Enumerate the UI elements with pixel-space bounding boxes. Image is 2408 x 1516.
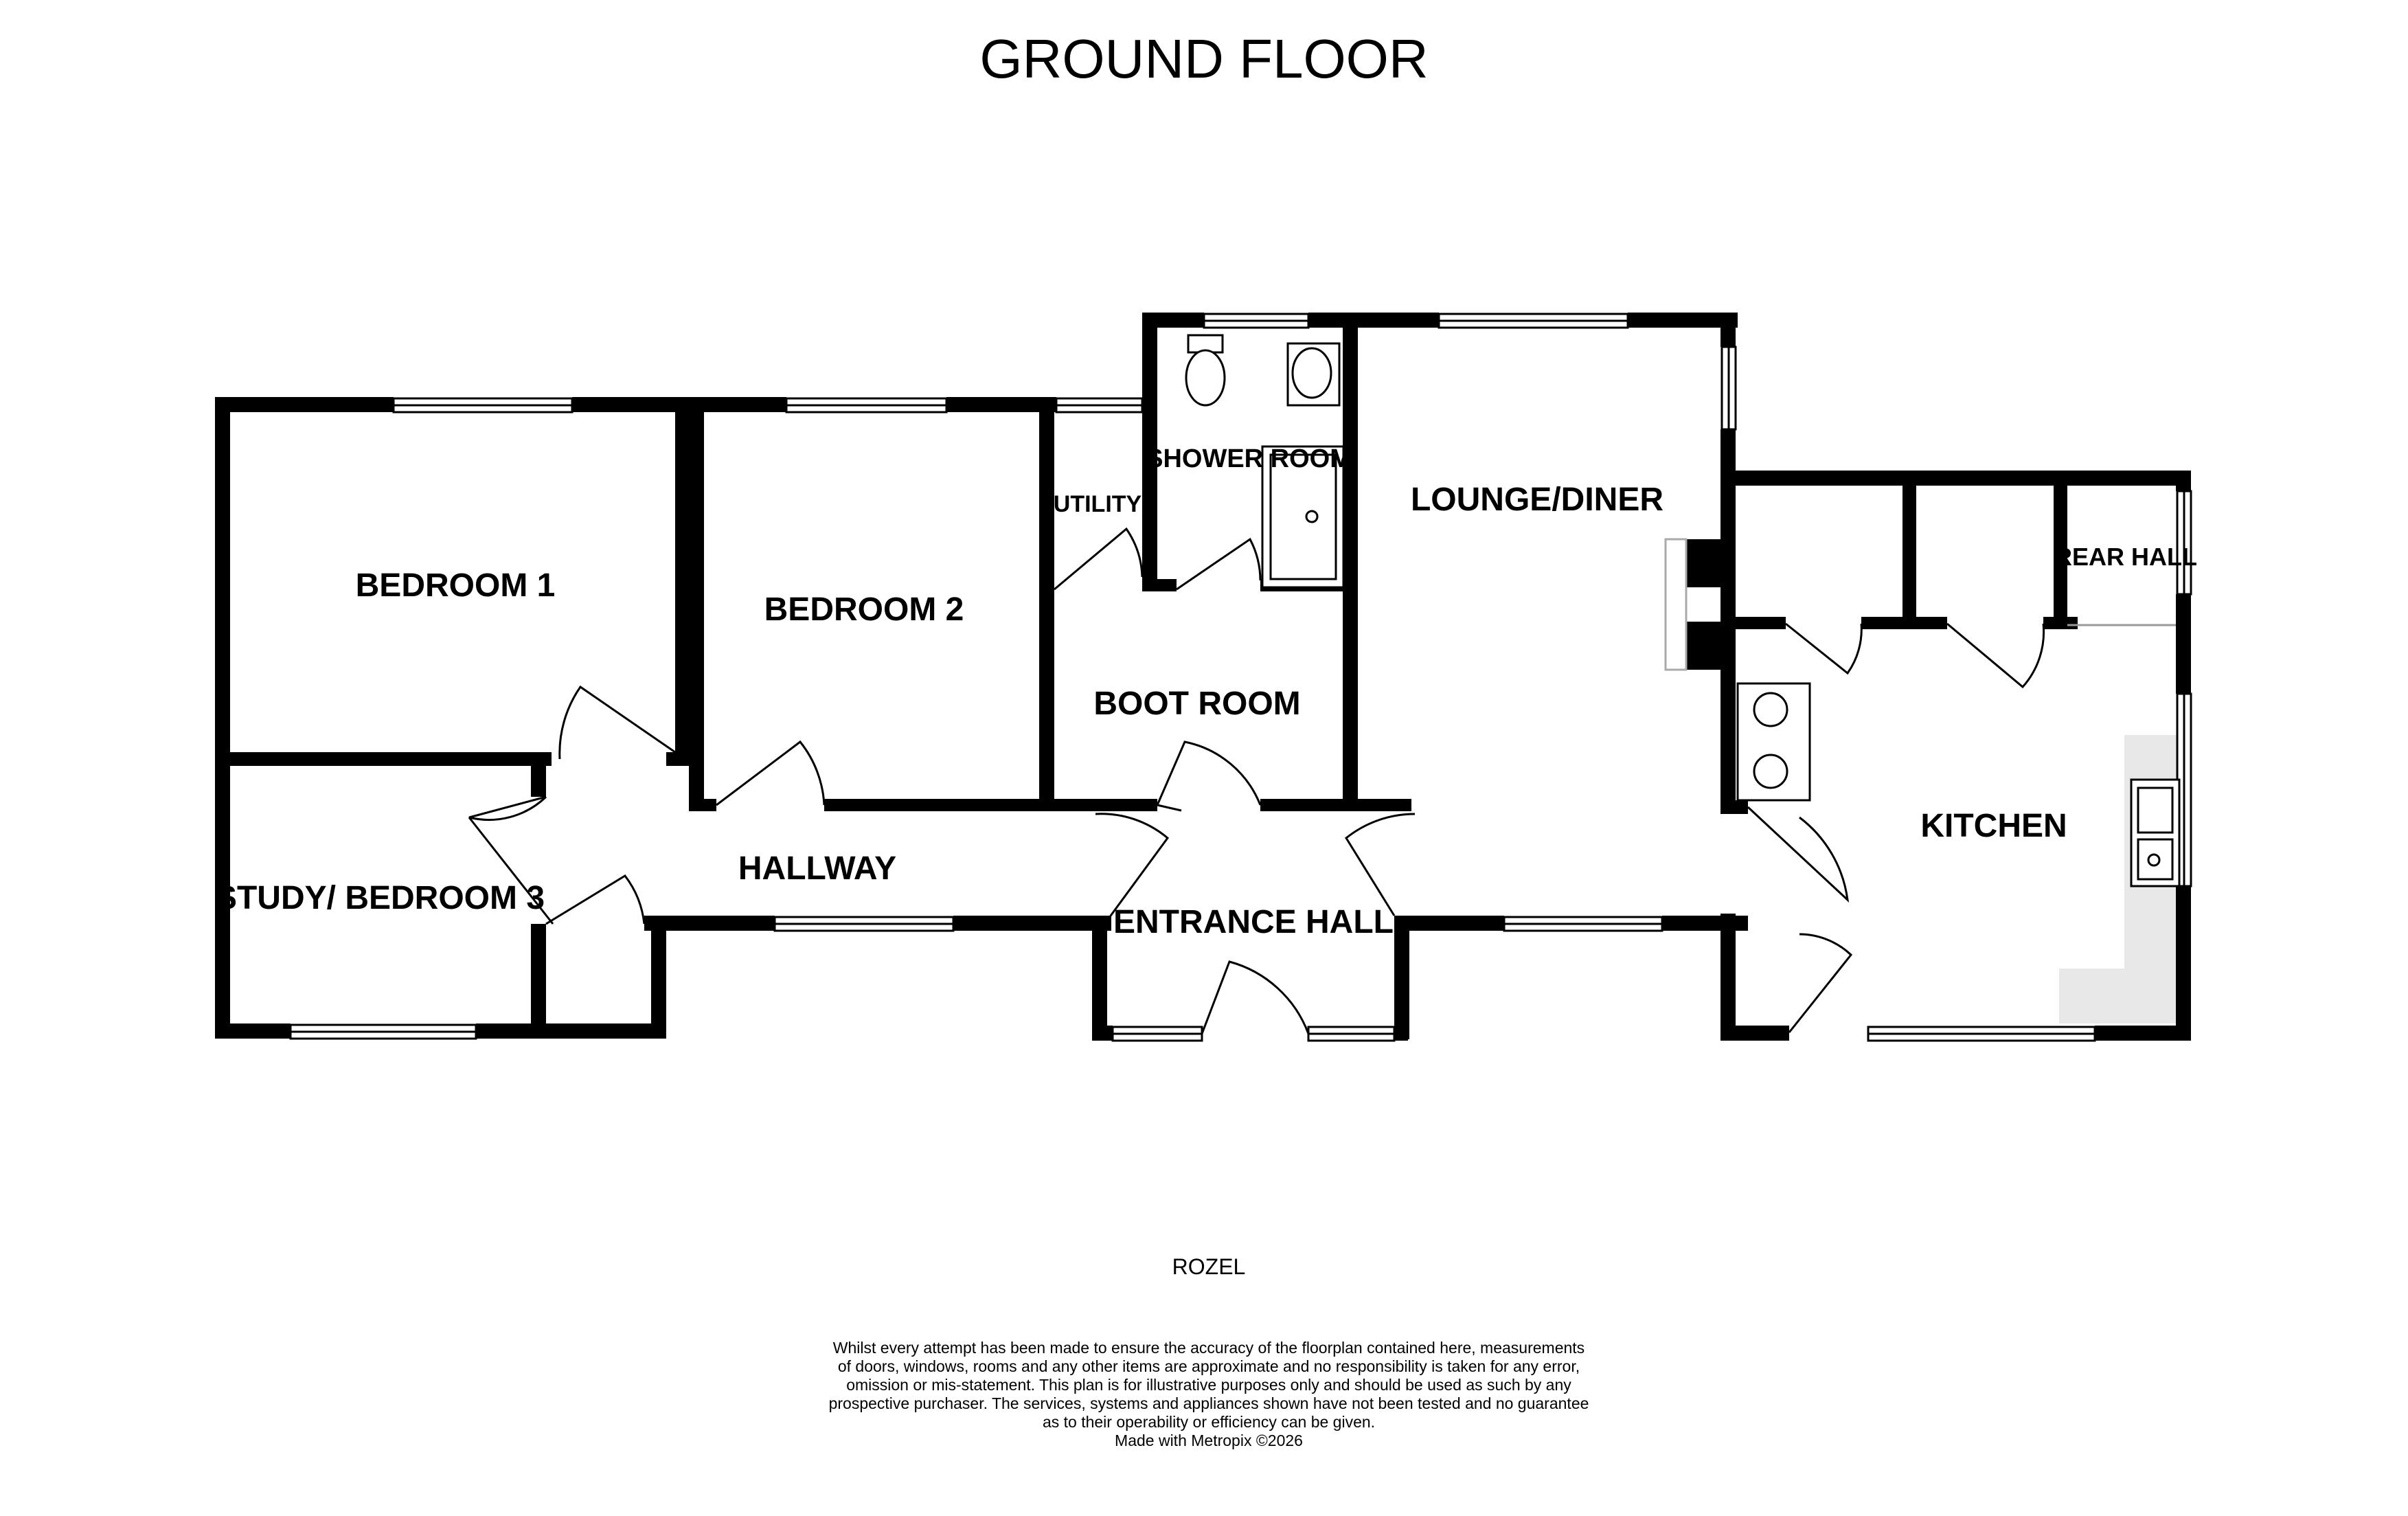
window-lounge-side bbox=[1720, 346, 1737, 431]
walls bbox=[215, 313, 2191, 1041]
disclaimer-line: Made with Metropix ©2026 bbox=[1115, 1432, 1303, 1449]
label-shower-room: SHOWER ROOM bbox=[1146, 444, 1352, 473]
label-lounge-diner: LOUNGE/DINER bbox=[1411, 482, 1663, 518]
floor-title: GROUND FLOOR bbox=[979, 28, 1428, 89]
window-shower bbox=[1203, 313, 1310, 329]
window-hallway bbox=[773, 916, 955, 932]
label-hallway: HALLWAY bbox=[738, 850, 896, 887]
window-utility bbox=[1055, 397, 1144, 414]
label-bedroom1: BEDROOM 1 bbox=[356, 567, 556, 604]
disclaimer: Whilst every attempt has been made to en… bbox=[829, 1339, 1589, 1449]
door-cupboard2 bbox=[1946, 622, 2045, 689]
door-lounge bbox=[1345, 813, 1416, 916]
fireplace-icon bbox=[1664, 538, 1688, 671]
door-kitchen-lounge bbox=[1747, 806, 1850, 903]
hob-icon bbox=[1736, 682, 1811, 802]
door-bedroom1 bbox=[558, 685, 676, 760]
door-cupboard1 bbox=[1785, 622, 1863, 675]
toilet-icon bbox=[1185, 334, 1226, 407]
window-lounge-bottom bbox=[1503, 916, 1663, 932]
door-boot-room bbox=[1156, 740, 1262, 812]
disclaimer-line: prospective purchaser. The services, sys… bbox=[829, 1394, 1589, 1412]
window-entrance-right bbox=[1307, 1026, 1396, 1042]
label-kitchen: KITCHEN bbox=[1920, 808, 2067, 844]
door-hallway-end bbox=[468, 817, 554, 925]
disclaimer-line: omission or mis-statement. This plan is … bbox=[846, 1376, 1571, 1394]
disclaimer-line: of doors, windows, rooms and any other i… bbox=[838, 1357, 1580, 1375]
door-study bbox=[468, 795, 646, 925]
door-entrance-inner bbox=[1095, 813, 1170, 921]
label-rear-hall: REAR HALL bbox=[2054, 543, 2197, 571]
room-labels: BEDROOM 1 BEDROOM 2 UTILITY SHOWER ROOM … bbox=[215, 444, 2197, 940]
window-rear-hall bbox=[2176, 490, 2192, 596]
shower-tray-icon bbox=[1261, 445, 1345, 589]
door-kitchen-lower bbox=[1788, 933, 1853, 1033]
fixtures bbox=[1185, 334, 2181, 887]
door-front bbox=[1201, 960, 1310, 1034]
disclaimer-line: Whilst every attempt has been made to en… bbox=[833, 1339, 1584, 1357]
door-utility bbox=[1054, 527, 1144, 591]
basin-icon bbox=[1286, 342, 1341, 407]
property-name: ROZEL bbox=[1172, 1254, 1246, 1279]
sink-icon bbox=[2130, 778, 2181, 887]
windows bbox=[289, 313, 2192, 1042]
window-bedroom1 bbox=[392, 397, 573, 414]
label-study-bedroom3: STUDY/ BEDROOM 3 bbox=[215, 880, 545, 916]
disclaimer-line: as to their operability or efficiency ca… bbox=[1043, 1413, 1375, 1431]
window-kitchen-bottom bbox=[1867, 1026, 2096, 1042]
doors bbox=[468, 527, 2176, 1034]
window-study bbox=[289, 1023, 477, 1040]
label-utility: UTILITY bbox=[1054, 491, 1142, 517]
window-entrance-left bbox=[1111, 1026, 1203, 1042]
door-shower bbox=[1176, 537, 1262, 591]
label-bedroom2: BEDROOM 2 bbox=[764, 591, 964, 628]
door-bedroom2 bbox=[716, 740, 826, 806]
window-lounge-top bbox=[1438, 313, 1629, 329]
label-boot-room: BOOT ROOM bbox=[1093, 686, 1300, 722]
label-entrance-hall: ENTRANCE HALL bbox=[1113, 904, 1394, 940]
window-bedroom2 bbox=[785, 397, 948, 414]
